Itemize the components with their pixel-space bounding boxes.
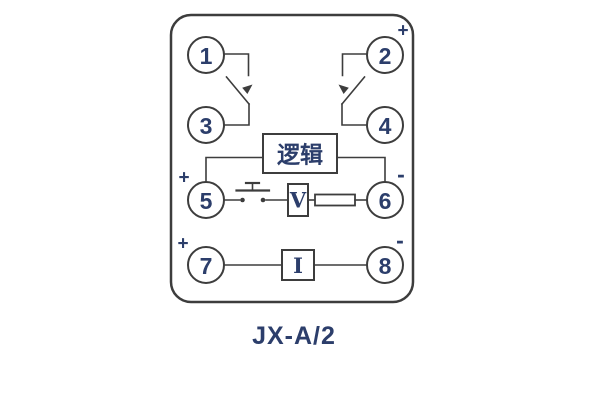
terminal-circle [366, 181, 404, 219]
fixed-contact-lead-2 [341, 53, 368, 77]
terminal-5: 5 [187, 181, 225, 219]
terminal-label: 8 [379, 253, 392, 279]
terminal-label: 6 [379, 188, 392, 214]
moving-contact-lead-4 [341, 103, 368, 126]
terminal-label: 1 [200, 43, 213, 69]
terminal-circle [187, 36, 225, 74]
logic-left-lead [205, 156, 264, 183]
current-box [281, 249, 315, 281]
contact-arrow-icon [338, 84, 349, 94]
minus-mark-terminal-8: - [396, 227, 404, 253]
terminal-circle [366, 36, 404, 74]
terminal-circle [187, 181, 225, 219]
terminal-label: 4 [379, 113, 392, 139]
terminal-label: 5 [200, 188, 213, 214]
terminal-3: 3 [187, 106, 225, 144]
terminal-8: 8 [366, 246, 404, 284]
logic-right-lead [336, 156, 386, 183]
fixed-contact-lead-1 [223, 53, 250, 77]
plus-mark-terminal-7: + [177, 234, 188, 255]
moving-contact-arm-2-4 [340, 75, 366, 106]
terminal-circle [366, 106, 404, 144]
terminal-2: 2 [366, 36, 404, 74]
voltage-label: V [289, 188, 307, 213]
resistor [314, 193, 356, 207]
plus-mark-terminal-5: + [178, 168, 189, 189]
minus-mark-terminal-6: - [397, 161, 405, 187]
terminal-label: 3 [200, 113, 213, 139]
terminal-circle [366, 246, 404, 284]
terminal-6: 6 [366, 181, 404, 219]
terminal-label: 7 [200, 253, 213, 279]
plus-mark-terminal-2: + [397, 21, 408, 42]
logic-block: 逻辑 [205, 133, 386, 183]
terminal-circle [187, 106, 225, 144]
current-circuit-row: I [223, 249, 368, 281]
model-caption: JX-A/2 [252, 322, 336, 350]
terminal-7: 7 [187, 246, 225, 284]
logic-box [262, 133, 338, 174]
moving-contact-arm-1-3 [225, 75, 251, 106]
terminal-4: 4 [366, 106, 404, 144]
logic-label: 逻辑 [277, 142, 323, 168]
moving-contact-lead-3 [223, 103, 250, 126]
voltage-circuit-row: V [223, 181, 368, 217]
switch-contact-2-4 [338, 53, 368, 126]
terminal-circle [187, 246, 225, 284]
contact-dot [260, 197, 266, 203]
pushbutton-contact [235, 181, 271, 203]
relay-case-outline [169, 13, 415, 304]
switch-contact-1-3 [223, 53, 253, 126]
current-label: I [293, 253, 303, 278]
contact-dot [240, 197, 245, 203]
terminal-1: 1 [187, 36, 225, 74]
contact-arrow-icon [242, 84, 253, 94]
terminal-label: 2 [379, 43, 392, 69]
